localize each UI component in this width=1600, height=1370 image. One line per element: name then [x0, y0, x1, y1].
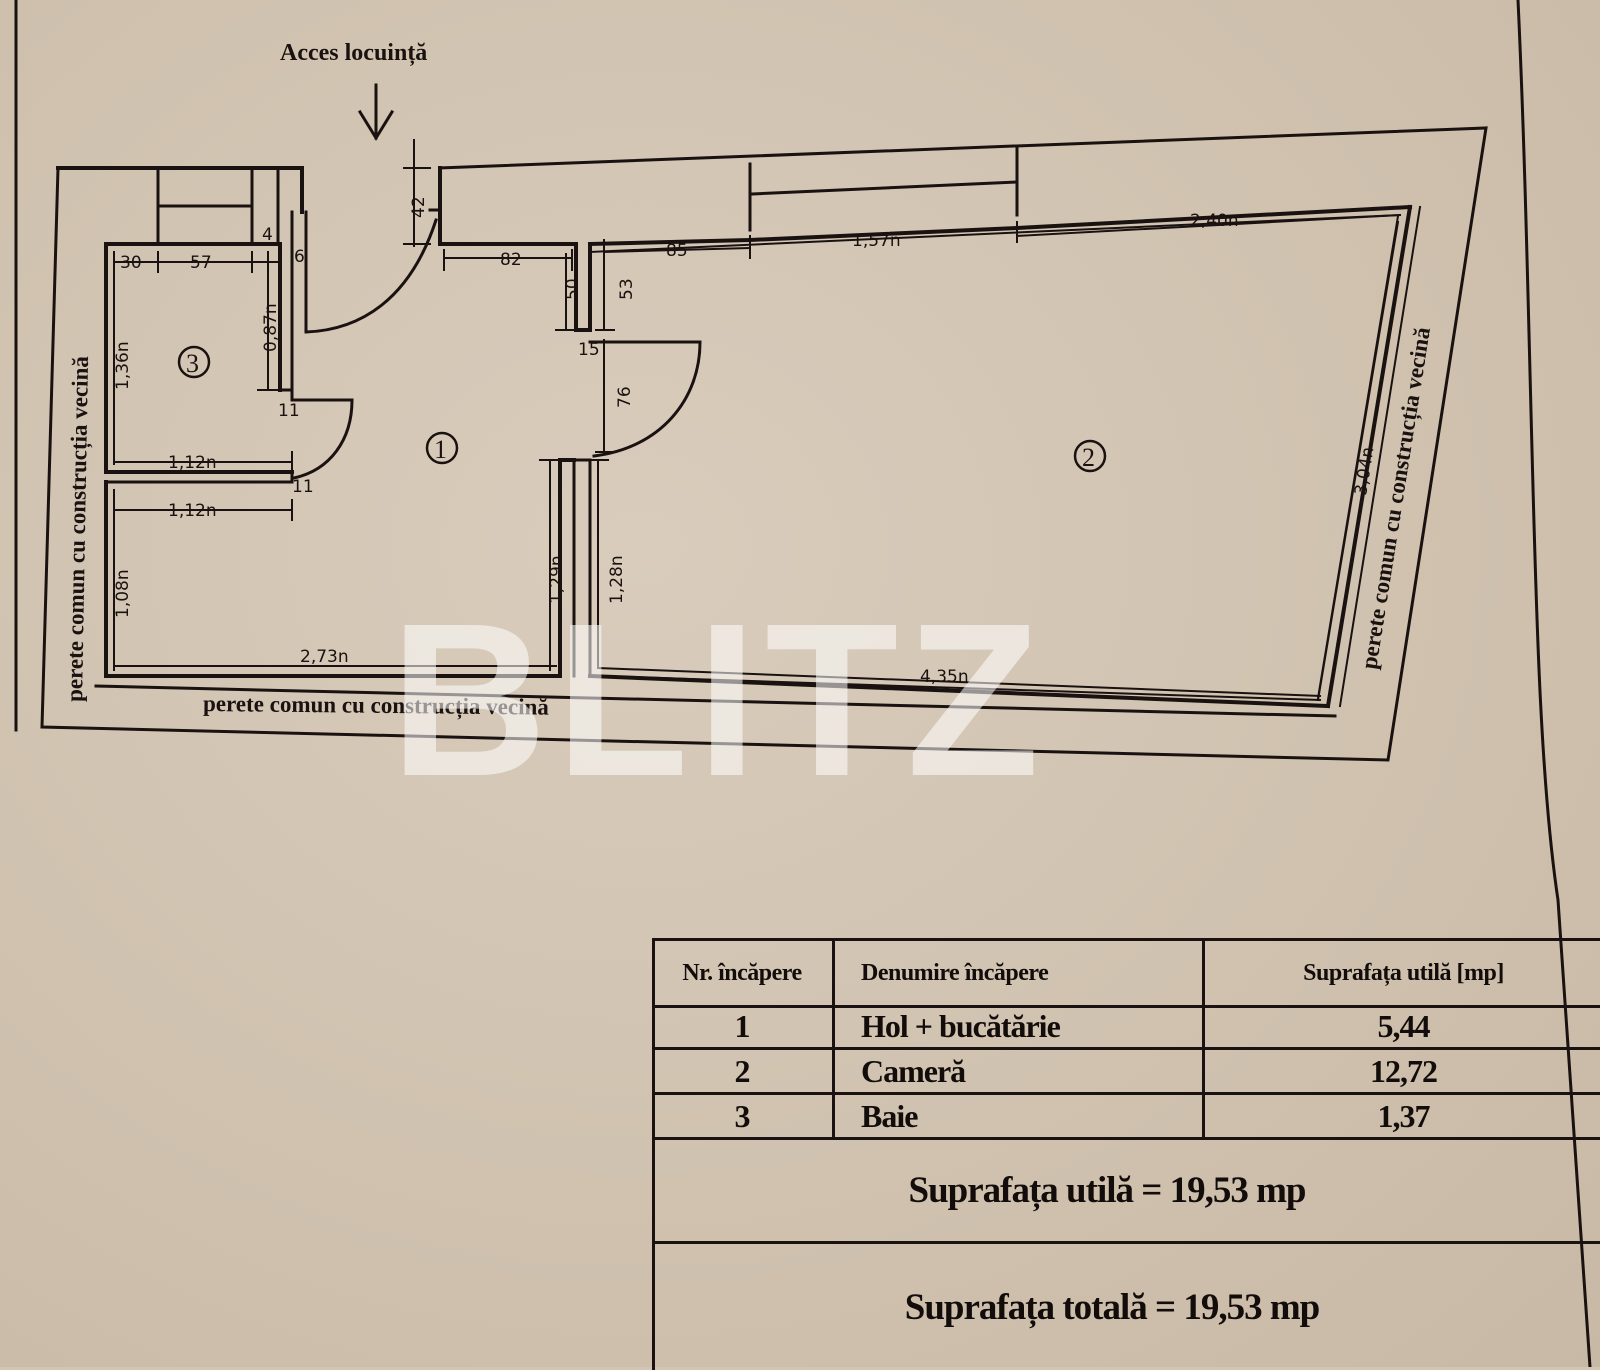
dim-hall-right: 1,29n [547, 555, 567, 604]
dim-bath-door-jamb: 11 [278, 401, 300, 421]
legend-left-border [652, 938, 655, 1370]
entrance-arrow-icon [357, 83, 395, 141]
dim-bath-height: 1,36n [113, 341, 133, 390]
dim-niche-width: 15 [578, 340, 600, 360]
dim-room2-top-1: 85 [666, 241, 688, 261]
shared-wall-label-bottom: perete comun cu construcția vecină [203, 691, 550, 721]
page-right-border [1516, 0, 1592, 1367]
header-room-number: Nr. încăpere [652, 941, 835, 1005]
dim-bath-right: 0,87n [261, 303, 281, 352]
table-row: 2 Cameră 12,72 [652, 1050, 1600, 1095]
shared-wall-label-left: perete comun cu construcția vecină [62, 355, 94, 702]
room-area: 1,37 [1377, 1097, 1431, 1134]
header-useful-area: Suprafața utilă [mp] [1303, 959, 1504, 986]
shared-wall-label-right: perete comun cu construcția vecină [1356, 325, 1436, 671]
dim-bath-window: 57 [190, 253, 212, 273]
entrance-door-arc [304, 218, 438, 334]
useful-area-total: Suprafața utilă = 19,53 mp [652, 1140, 1600, 1244]
room-area: 5,44 [1377, 1007, 1431, 1044]
bath-door-arc [290, 398, 354, 480]
total-area: Suprafața totală = 19,53 mp [904, 1286, 1320, 1328]
room-number: 1 [652, 1005, 835, 1047]
svg-text:3: 3 [186, 349, 199, 378]
room-number: 3 [652, 1095, 835, 1137]
svg-text:1: 1 [434, 435, 447, 464]
room-marker-3: 3 [177, 345, 211, 379]
dim-bath-wall: 11 [292, 477, 314, 497]
entrance-label: Acces locuință [280, 40, 427, 66]
dim-room2-left: 1,28n [607, 555, 627, 604]
dim-bath-offset: 30 [120, 253, 142, 273]
table-row: 1 Hol + bucătărie 5,44 [652, 1005, 1600, 1050]
dim-niche-right: 53 [617, 278, 637, 300]
room-marker-2: 2 [1073, 439, 1107, 473]
dim-hall-bottom: 2,73n [300, 647, 349, 667]
dim-room2-bottom: 4,35n [920, 667, 969, 687]
dim-bath-corner: 4 [262, 225, 273, 245]
room-number: 2 [652, 1050, 835, 1092]
dim-bath-width: 1,12n [168, 453, 217, 473]
dim-entrance-jamb: 6 [294, 247, 305, 267]
room-name: Hol + bucătărie [835, 1005, 1205, 1047]
dim-room2-door: 76 [615, 386, 635, 408]
room-area: 12,72 [1370, 1052, 1438, 1089]
legend-header-row: Nr. încăpere Denumire încăpere Suprafața… [652, 938, 1600, 1008]
room-name: Baie [835, 1095, 1205, 1137]
dim-hall-left: 1,08n [113, 569, 133, 618]
dim-hall-top: 82 [500, 250, 522, 270]
table-row: 3 Baie 1,37 [652, 1095, 1600, 1140]
watermark-logo: BLITZ [390, 579, 1048, 822]
header-room-name: Denumire încăpere [835, 941, 1205, 1005]
area-legend-table: Nr. încăpere Denumire încăpere Suprafața… [652, 938, 1600, 1370]
room2-door-arc [588, 340, 702, 458]
dim-room2-top-3: 2,40n [1190, 211, 1239, 231]
dim-entrance-depth: 42 [409, 196, 429, 218]
room-marker-1: 1 [425, 431, 459, 465]
svg-text:2: 2 [1082, 443, 1095, 472]
dim-niche-left: 50 [563, 278, 583, 300]
dim-room2-top-2: 1,57n [852, 231, 901, 251]
site-boundary [40, 126, 1488, 762]
dim-hall-wall: 1,12n [168, 501, 217, 521]
room-name: Cameră [835, 1050, 1205, 1092]
